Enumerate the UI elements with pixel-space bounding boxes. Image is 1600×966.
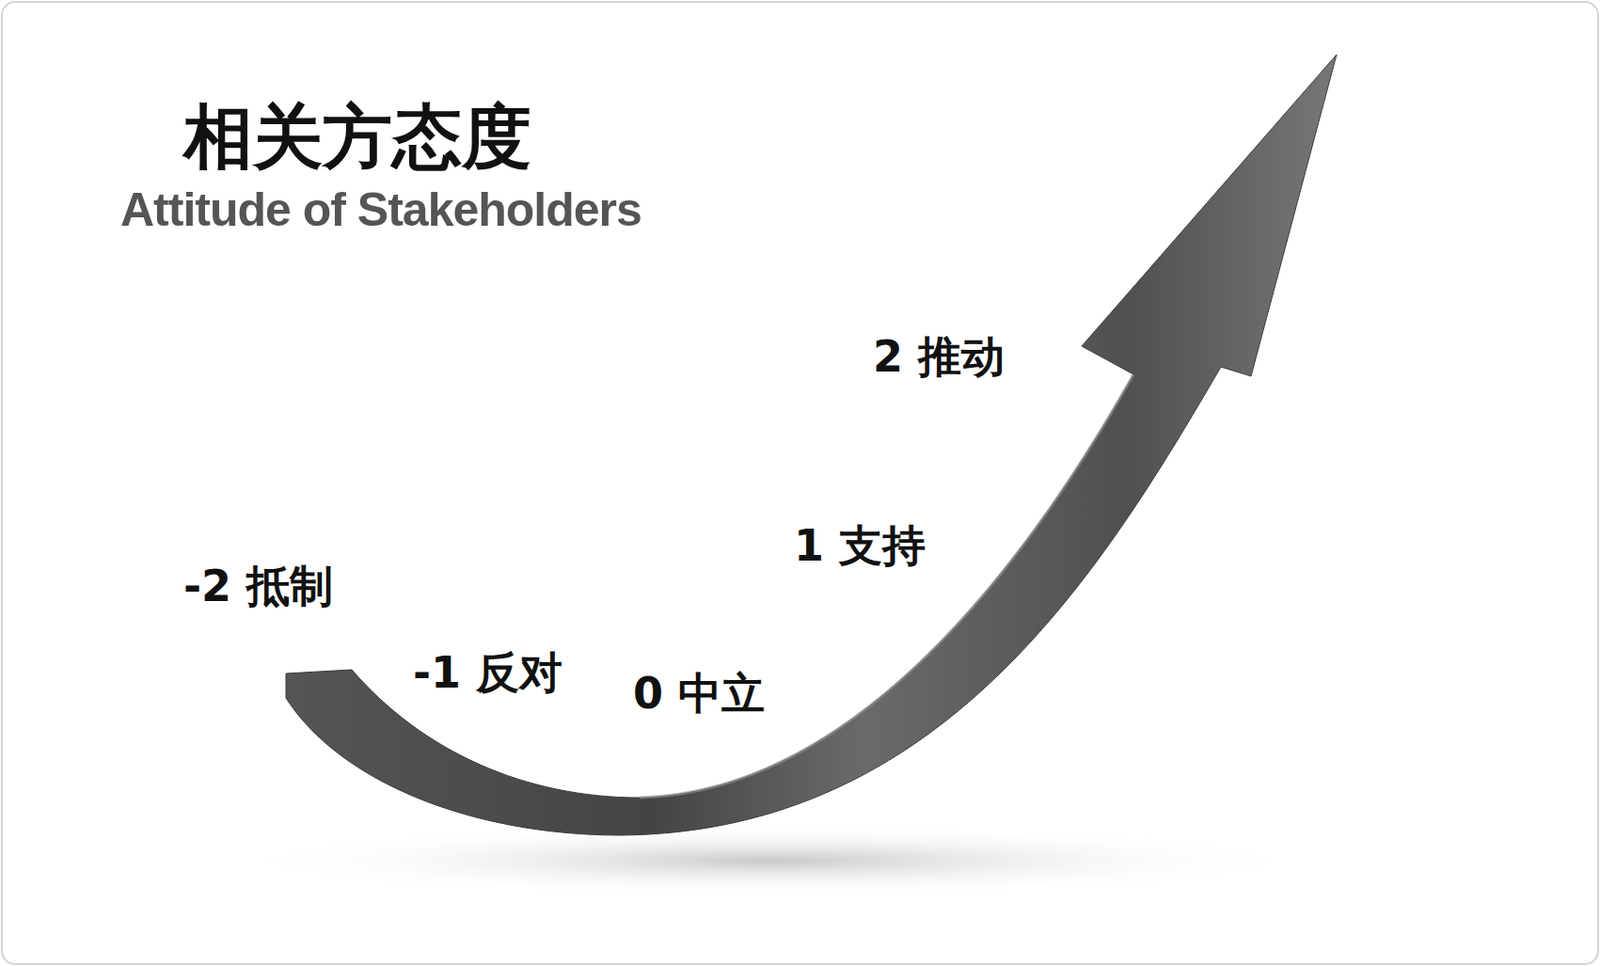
subtitle: Attitude of Stakeholders	[120, 184, 642, 237]
attitude-level: -1 反对	[412, 649, 563, 698]
title: 相关方态度	[183, 98, 532, 175]
attitude-level: 0 中立	[633, 669, 765, 718]
attitude-level: 2 推动	[872, 332, 1005, 381]
attitude-level: -2 抵制	[183, 562, 333, 611]
shadow	[244, 824, 1299, 897]
attitude-level: 1 支持	[793, 522, 926, 571]
arrow-highlight	[639, 374, 1134, 798]
